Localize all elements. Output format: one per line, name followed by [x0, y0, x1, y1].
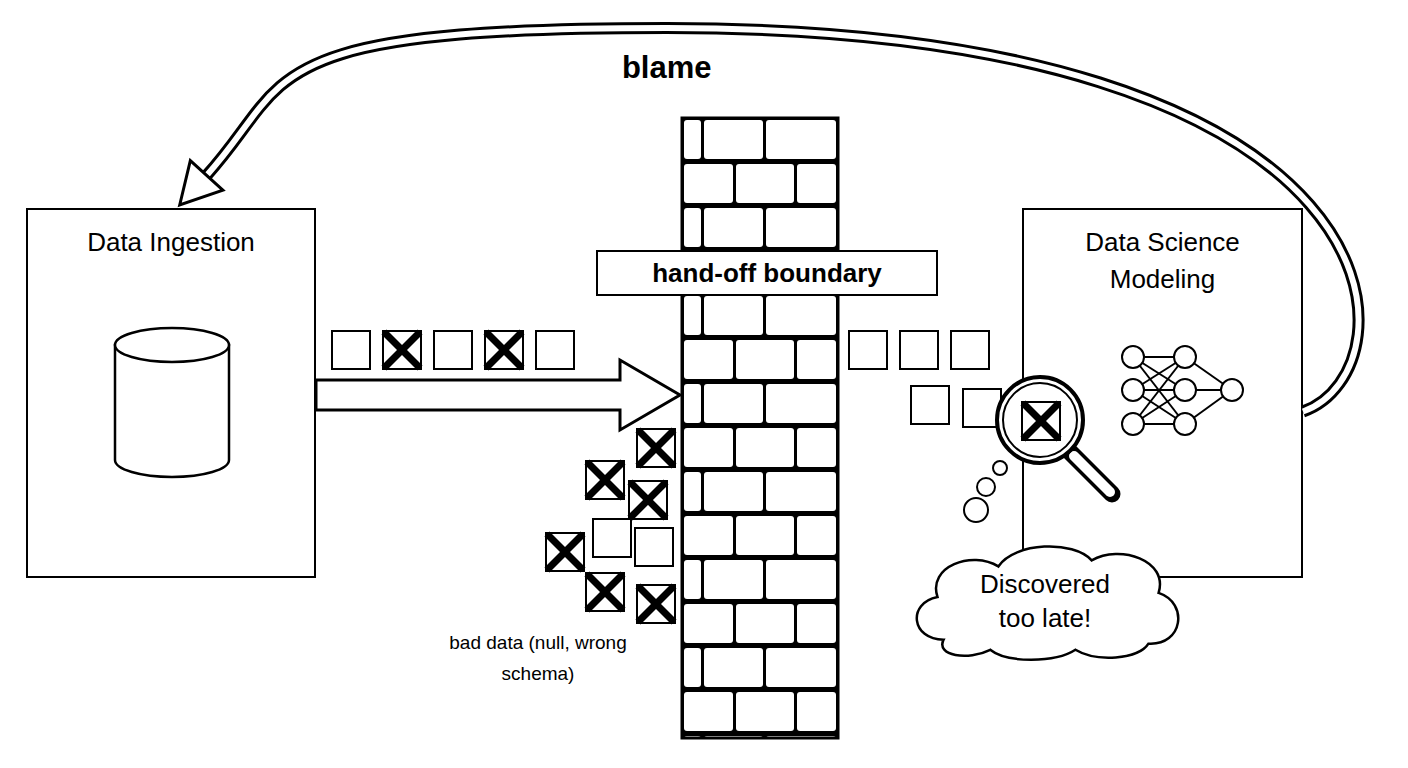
- data-record: [332, 331, 370, 369]
- bad-data-record: [1022, 402, 1060, 440]
- bad-data-record: [586, 573, 624, 611]
- box-heading: Data Ingestion: [41, 224, 301, 261]
- annotation-label: bad data (null, wrong schema): [418, 627, 658, 689]
- magnifier-handle-inner: [1074, 456, 1110, 492]
- bad-data-record: [586, 461, 624, 499]
- magnifier-lens: [997, 377, 1083, 463]
- edge-label: blame: [622, 50, 712, 86]
- brick-wall: [682, 118, 838, 738]
- blame-arrow: [180, 28, 1359, 412]
- data-record: [849, 331, 887, 369]
- arrow-head: [180, 161, 223, 205]
- process-box: Data Ingestion: [26, 208, 316, 578]
- cloud-outline: [903, 540, 1187, 662]
- magnifier-handle: [1070, 452, 1112, 494]
- boundary-label-box: hand-off boundary: [596, 250, 938, 296]
- thought-bubble: [977, 478, 995, 496]
- database-cylinder-top: [115, 328, 229, 362]
- data-record: [911, 386, 949, 424]
- bad-data-record: [637, 585, 675, 623]
- magnifier-rim: [1003, 383, 1077, 457]
- thought-bubble: [993, 461, 1007, 475]
- bad-data-record: [546, 533, 584, 571]
- cloud-text: Discovered too late!: [970, 567, 1120, 635]
- arrow-inner: [207, 28, 1359, 412]
- data-record: [635, 528, 673, 566]
- data-record: [951, 331, 989, 369]
- data-record: [963, 389, 1001, 427]
- data-record: [434, 331, 472, 369]
- bad-data-record: [629, 481, 667, 519]
- hollow-flow-arrow: [316, 360, 680, 430]
- box-heading: Data Science Modeling: [1053, 224, 1273, 298]
- bad-data-record: [637, 429, 675, 467]
- boundary-label: hand-off boundary: [652, 258, 882, 289]
- neural-net-neurons: [1122, 346, 1243, 435]
- arrow-outline: [207, 28, 1359, 412]
- thought-cloud: Discovered too late!: [903, 540, 1187, 662]
- data-record: [593, 519, 631, 557]
- database-cylinder: [115, 345, 229, 477]
- data-record: [900, 331, 938, 369]
- bad-data-record: [383, 331, 421, 369]
- data-record: [536, 331, 574, 369]
- bad-data-record: [485, 331, 523, 369]
- neural-net-links: [1133, 357, 1232, 424]
- thought-bubble: [964, 498, 988, 522]
- process-box: Data Science Modeling: [1022, 208, 1303, 578]
- cloud-outline: [917, 546, 1178, 659]
